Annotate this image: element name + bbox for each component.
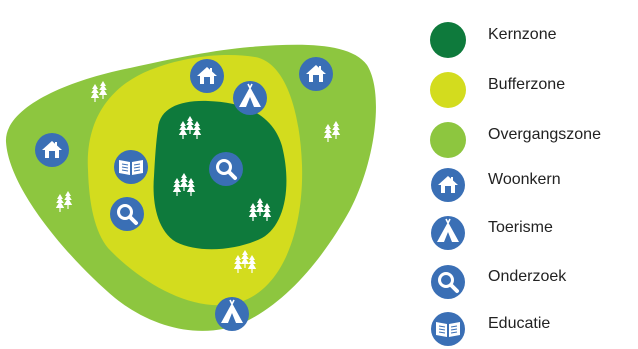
zonation-diagram: [5, 44, 376, 331]
tent-icon: [431, 216, 465, 250]
legend-item-kernzone: Kernzone: [428, 20, 638, 58]
magnifier-icon: [110, 197, 144, 231]
legend-item-woonkern: Woonkern: [428, 165, 638, 202]
legend-item-onderzoek: Onderzoek: [428, 262, 638, 299]
legend-label-overgangszone: Overgangszone: [488, 126, 601, 143]
legend-label-kernzone: Kernzone: [488, 26, 557, 43]
legend-label-bufferzone: Bufferzone: [488, 76, 566, 93]
legend-label-onderzoek: Onderzoek: [488, 268, 567, 285]
book-icon: [431, 312, 465, 346]
house-icon: [431, 168, 465, 202]
legend-item-toerisme: Toerisme: [428, 213, 638, 250]
legend-label-woonkern: Woonkern: [488, 171, 561, 188]
magnifier-icon: [431, 265, 465, 299]
bufferzone-swatch: [430, 72, 466, 108]
legend-item-bufferzone: Bufferzone: [428, 70, 638, 108]
legend-label-educatie: Educatie: [488, 315, 551, 332]
legend-label-toerisme: Toerisme: [488, 219, 553, 236]
house-icon: [35, 133, 69, 167]
house-icon: [190, 59, 224, 93]
tent-icon: [215, 297, 249, 331]
book-icon: [114, 150, 148, 184]
house-icon: [299, 57, 333, 91]
legend-item-educatie: Educatie: [428, 309, 638, 346]
magnifier-icon: [209, 152, 243, 186]
kernzone-swatch: [430, 22, 466, 58]
legend-item-overgangszone: Overgangszone: [428, 120, 638, 158]
overgangszone-swatch: [430, 122, 466, 158]
tent-icon: [233, 81, 267, 115]
